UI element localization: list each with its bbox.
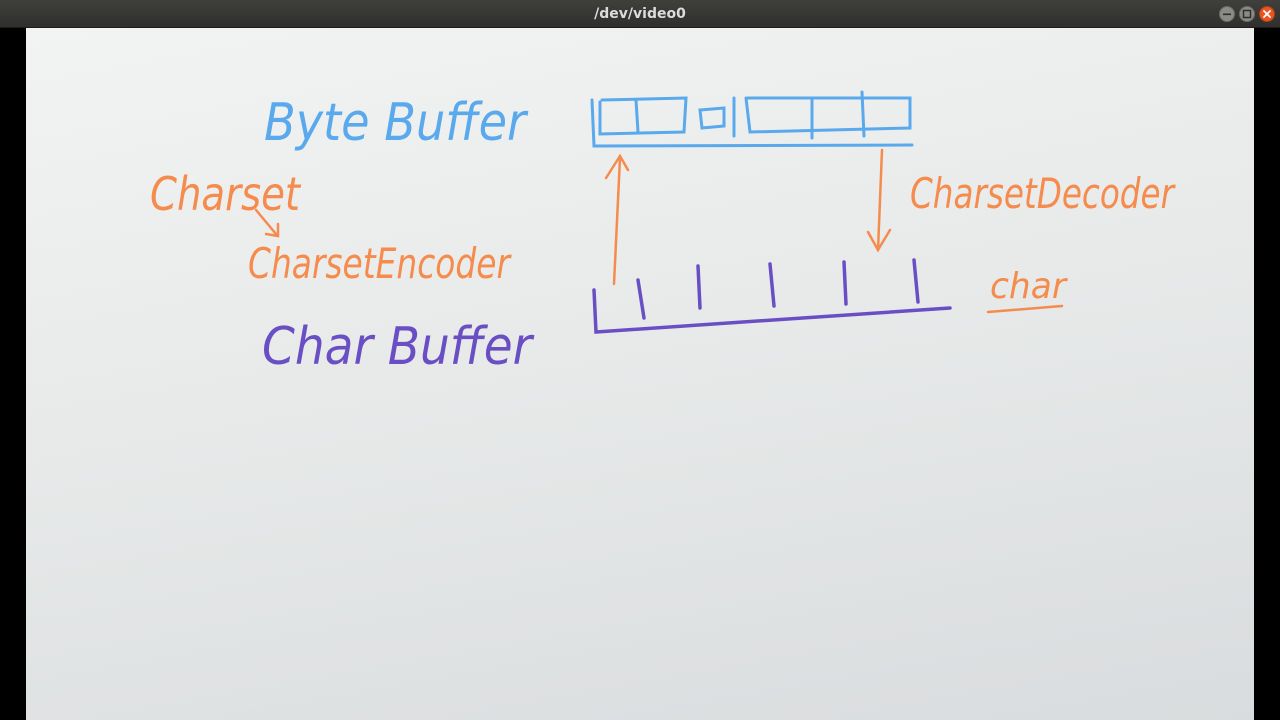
char-underline — [986, 304, 1064, 314]
window-title: /dev/video0 — [594, 6, 686, 22]
minimize-button[interactable] — [1219, 6, 1235, 22]
whiteboard: Byte Buffer Charset CharsetEncoder — [26, 28, 1254, 720]
maximize-icon — [1242, 9, 1252, 19]
charset-label: Charset — [150, 167, 302, 221]
byte-buffer-diagram — [590, 90, 914, 148]
char-buffer-label: Char Buffer — [262, 317, 535, 377]
close-icon — [1263, 10, 1271, 18]
charset-decoder-label: CharsetDecoder — [910, 169, 1176, 218]
charset-arrow — [254, 208, 280, 238]
maximize-button[interactable] — [1239, 6, 1255, 22]
minimize-icon — [1223, 13, 1231, 16]
char-buffer-diagram — [592, 258, 952, 334]
byte-buffer-label: Byte Buffer — [264, 93, 529, 153]
video-feed: Byte Buffer Charset CharsetEncoder — [0, 28, 1280, 720]
char-label: char — [990, 266, 1068, 307]
encode-arrow — [604, 153, 630, 286]
decode-arrow — [866, 148, 892, 253]
window-titlebar: /dev/video0 — [0, 0, 1280, 28]
whiteboard-drawing: Byte Buffer Charset CharsetEncoder — [150, 90, 1176, 377]
charset-encoder-label: CharsetEncoder — [248, 239, 512, 288]
close-button[interactable] — [1259, 6, 1275, 22]
